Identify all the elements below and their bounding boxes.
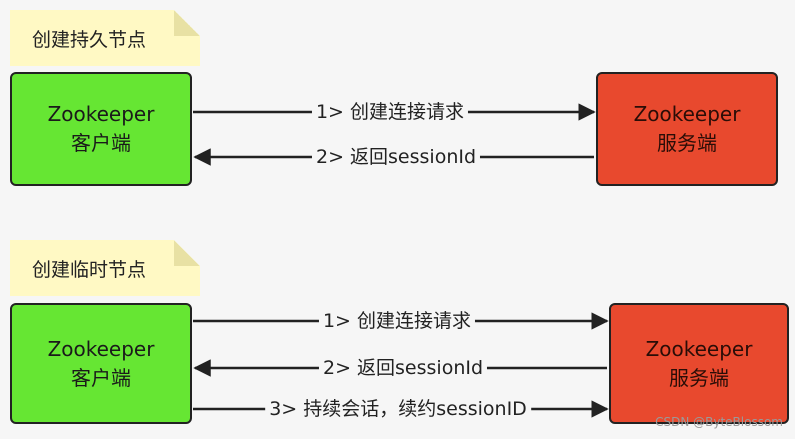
arrow-label: 2> 返回sessionId (311, 145, 481, 169)
server-name: Zookeeper (645, 336, 753, 361)
client-name: Zookeeper (47, 102, 155, 126)
note-title: 创建持久节点 (32, 28, 147, 51)
server-box-1: Zookeeper 服务端 (596, 72, 778, 186)
client-name: Zookeeper (47, 336, 155, 361)
client-box-1: Zookeeper 客户端 (10, 72, 192, 186)
server-name: Zookeeper (633, 102, 741, 126)
arrow-label: 2> 返回sessionId (318, 356, 488, 380)
note-ephemeral-node: 创建临时节点 (10, 240, 200, 296)
server-role: 服务端 (669, 365, 729, 390)
server-role: 服务端 (657, 131, 717, 155)
client-role: 客户端 (71, 365, 131, 390)
client-role: 客户端 (71, 131, 131, 155)
client-box-2: Zookeeper 客户端 (10, 303, 192, 424)
arrow-label: 1> 创建连接请求 (318, 309, 476, 333)
arrow-label: 1> 创建连接请求 (311, 100, 469, 124)
note-persistent-node: 创建持久节点 (10, 10, 200, 66)
note-title: 创建临时节点 (32, 258, 147, 281)
arrow-label: 3> 持续会话，续约sessionID (265, 397, 531, 421)
server-box-2: Zookeeper 服务端 (609, 303, 789, 424)
watermark: CSDN @ByteBlossom (655, 415, 783, 429)
